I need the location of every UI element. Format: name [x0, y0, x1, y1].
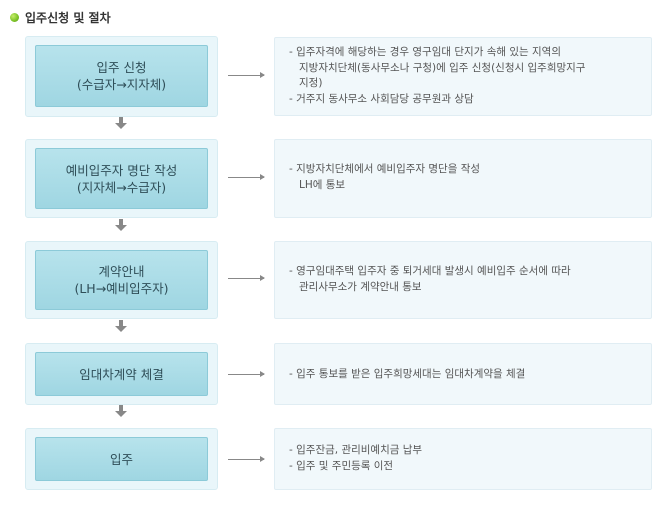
step-3-title: 계약안내 — [98, 264, 145, 279]
step-5-title: 입주 — [109, 451, 133, 467]
step-1-description: - 입주자격에 해당하는 경우 영구임대 단지가 속해 있는 지역의 지방자치단… — [274, 37, 652, 116]
step-2-description: - 지방자치단체에서 예비입주자 명단을 작성 LH에 통보 — [274, 139, 652, 218]
down-arrow-icon — [115, 219, 128, 232]
step-4-title: 임대차계약 체결 — [79, 366, 164, 382]
step-3-subtitle: (LH→예비입주자) — [74, 281, 169, 296]
section-title-text: 입주신청 및 절차 — [25, 10, 111, 25]
desc-line: - 지방자치단체에서 예비입주자 명단을 작성 — [289, 163, 481, 175]
down-arrow-icon — [115, 320, 128, 333]
desc-line: 지방자치단체(동사무소나 구청)에 입주 신청(신청시 입주희망지구 — [299, 61, 586, 74]
step-5-description: - 입주잔금, 관리비예치금 납부 - 입주 및 주민등록 이전 — [274, 428, 652, 490]
desc-line: LH에 통보 — [299, 178, 346, 191]
step-1-arrow-right-icon — [228, 72, 265, 78]
step-3-frame: 계약안내 (LH→예비입주자) — [25, 241, 218, 319]
step-1-frame: 입주 신청 (수급자→지자체) — [25, 36, 218, 117]
step-3-box: 계약안내 (LH→예비입주자) — [35, 250, 208, 310]
desc-line: - 입주 및 주민등록 이전 — [289, 459, 394, 472]
desc-line: - 입주 통보를 받은 입주희망세대는 임대차계약을 체결 — [289, 368, 526, 380]
desc-line: - 입주자격에 해당하는 경우 영구임대 단지가 속해 있는 지역의 — [289, 46, 561, 58]
step-2-subtitle: (지자체→수급자) — [76, 179, 167, 195]
bullet-icon — [10, 12, 19, 22]
step-4-description: - 입주 통보를 받은 입주희망세대는 임대차계약을 체결 — [274, 343, 652, 405]
step-5-box: 입주 — [35, 437, 208, 481]
step-1-subtitle: (수급자→지자체) — [76, 77, 167, 92]
step-4-arrow-right-icon — [228, 371, 265, 377]
step-2-box: 예비입주자 명단 작성 (지자체→수급자) — [35, 148, 208, 209]
desc-line: - 거주지 동사무소 사회담당 공무원과 상담 — [289, 92, 474, 105]
step-5-frame: 입주 — [25, 428, 218, 490]
desc-line: - 영구임대주택 입주자 중 퇴거세대 발생시 예비입주 순서에 따라 — [289, 265, 571, 277]
down-arrow-icon — [115, 117, 128, 130]
desc-line: - 입주잔금, 관리비예치금 납부 — [289, 444, 423, 456]
step-3-arrow-right-icon — [228, 275, 265, 281]
step-4-frame: 임대차계약 체결 — [25, 343, 218, 405]
down-arrow-icon — [115, 405, 128, 418]
step-1-box: 입주 신청 (수급자→지자체) — [35, 45, 208, 107]
step-4-box: 임대차계약 체결 — [35, 352, 208, 396]
step-1-title: 입주 신청 — [96, 60, 147, 75]
section-title: 입주신청 및 절차 — [10, 8, 111, 26]
desc-line: 지정) — [299, 77, 323, 89]
step-3-description: - 영구임대주택 입주자 중 퇴거세대 발생시 예비입주 순서에 따라 관리사무… — [274, 241, 652, 319]
step-2-arrow-right-icon — [228, 174, 265, 180]
step-2-frame: 예비입주자 명단 작성 (지자체→수급자) — [25, 139, 218, 218]
step-2-title: 예비입주자 명단 작성 — [65, 162, 178, 178]
step-5-arrow-right-icon — [228, 456, 265, 462]
desc-line: 관리사무소가 계약안내 통보 — [299, 280, 422, 293]
